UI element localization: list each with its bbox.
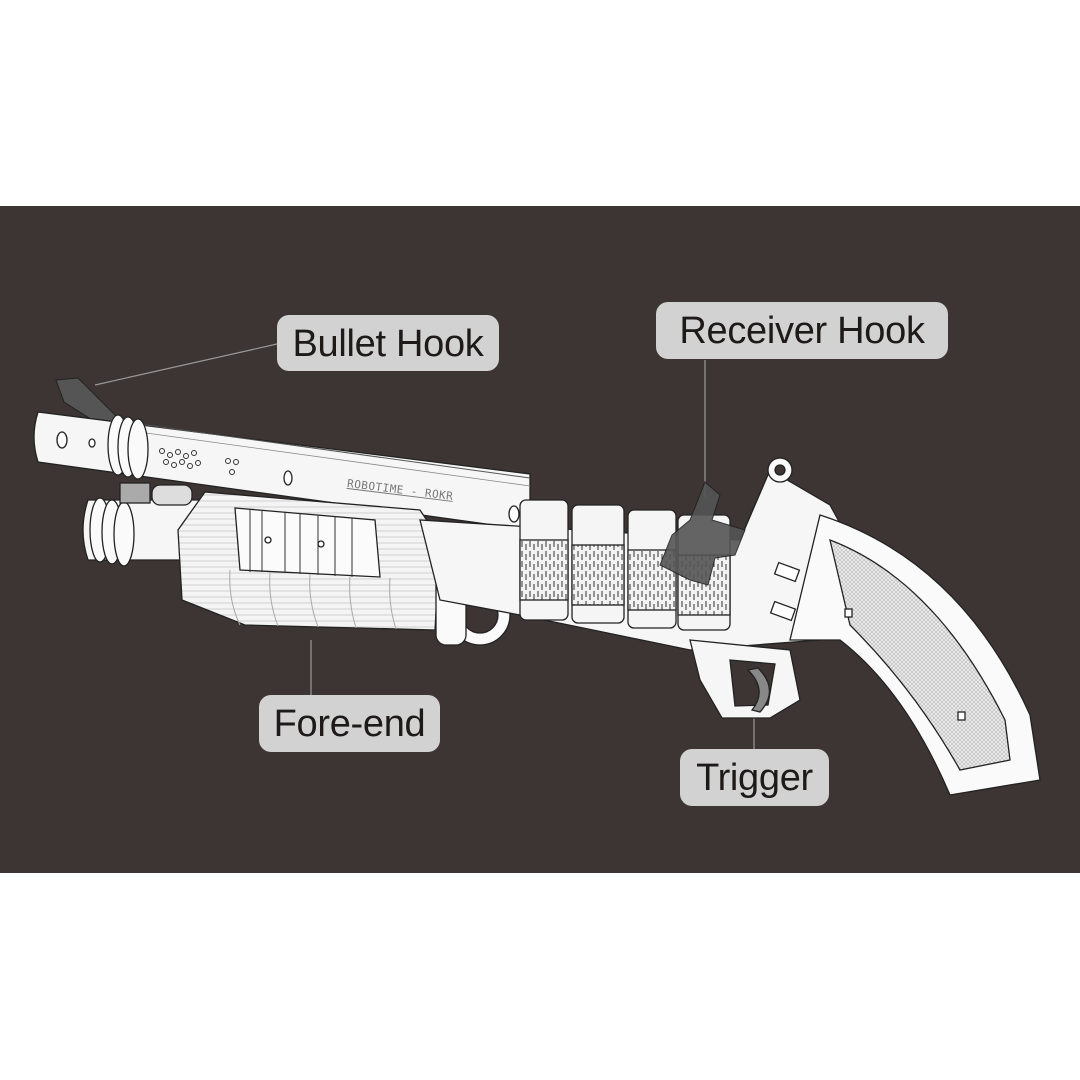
magazine-tube xyxy=(82,482,201,567)
callout-fore-end: Fore-end xyxy=(259,695,440,752)
trigger-part xyxy=(746,667,771,713)
callout-trigger: Trigger xyxy=(680,749,829,806)
callout-receiver-hook: Receiver Hook xyxy=(656,302,948,359)
trigger-group xyxy=(689,639,801,719)
callout-bullet-hook: Bullet Hook xyxy=(277,315,499,371)
stock xyxy=(789,514,1041,796)
fore-end-part xyxy=(177,491,511,646)
receiver-hook-part xyxy=(659,481,746,586)
leader-bullet-hook xyxy=(94,343,278,386)
barrel xyxy=(33,411,531,531)
vent-holes xyxy=(159,448,239,475)
